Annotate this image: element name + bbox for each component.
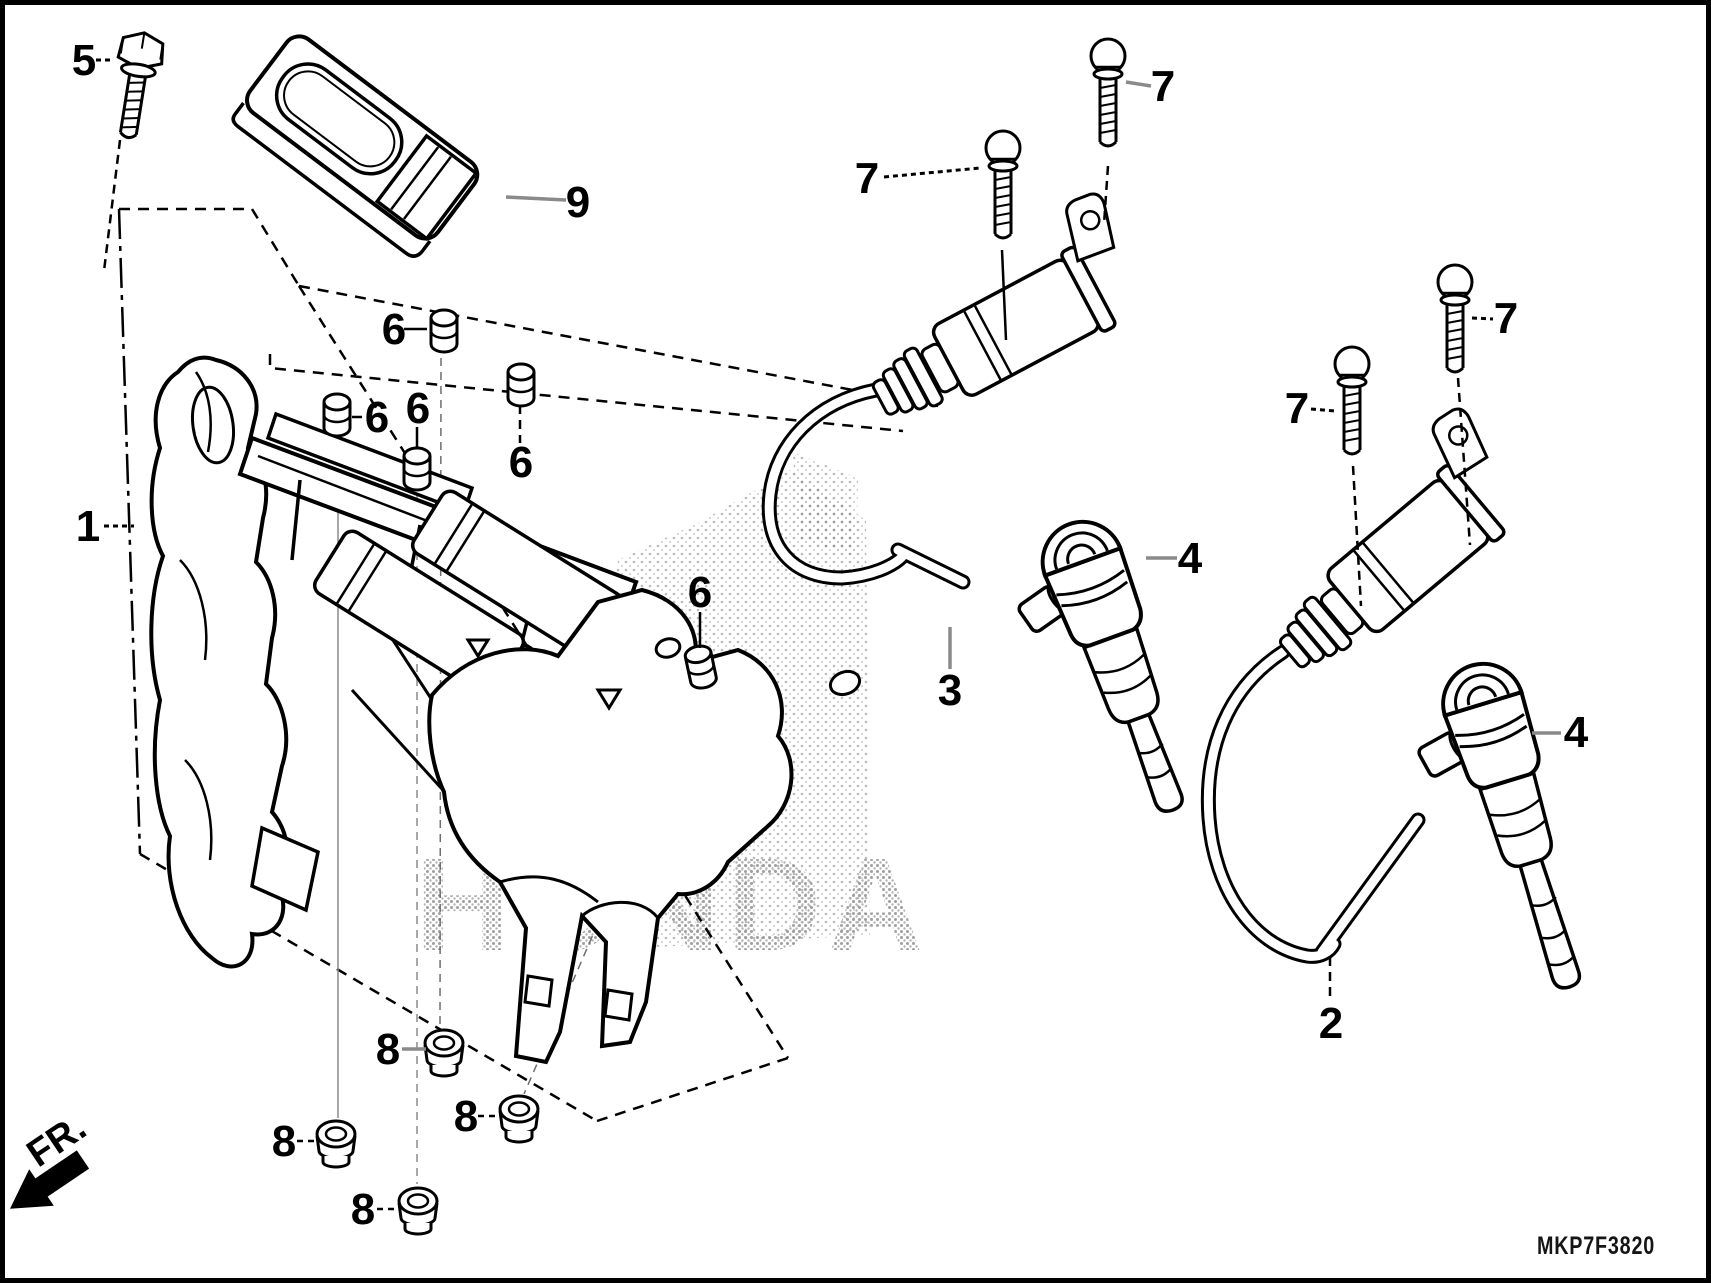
- part-callout-7b: 7: [1151, 62, 1175, 111]
- stipple-shading-small: [793, 452, 858, 556]
- part-ignition-coil-right: [1233, 401, 1544, 692]
- part-bolt-7c: [1333, 345, 1371, 456]
- part-nut-8a: [423, 1028, 465, 1078]
- part-callout-6c: 6: [406, 384, 430, 433]
- part-callout-8b: 8: [272, 1117, 296, 1166]
- part-callout-7a: 7: [855, 154, 879, 203]
- part-callout-5: 5: [72, 36, 96, 85]
- part-callout-7d: 7: [1494, 294, 1518, 343]
- part-callout-2: 2: [1319, 999, 1343, 1048]
- front-direction-arrow: FR.: [10, 1106, 94, 1209]
- part-plug-cap-right: [1417, 661, 1582, 990]
- diagram-code: MKP7F3820: [1537, 1232, 1655, 1260]
- part-nut-8c: [498, 1094, 540, 1144]
- part-bracket-assembly: [149, 355, 862, 1065]
- part-plug-cap-upper: [1017, 519, 1184, 813]
- part-grommet-6c: [402, 446, 432, 492]
- part-bolt-5: [104, 27, 168, 143]
- leader-lines: [96, 58, 1561, 1211]
- part-nut-8b: [315, 1119, 357, 1169]
- part-bolt-7b: [1089, 37, 1127, 148]
- part-callout-9: 9: [566, 178, 590, 227]
- part-nut-8d: [397, 1186, 439, 1236]
- part-wire-2: [1200, 644, 1426, 964]
- part-callout-8d: 8: [351, 1185, 375, 1234]
- part-callout-8c: 8: [454, 1092, 478, 1141]
- part-grommet-6a: [429, 308, 459, 354]
- part-grommet-6d: [506, 362, 536, 408]
- part-callout-8a: 8: [376, 1025, 400, 1074]
- part-wire-3: [761, 382, 971, 590]
- part-grommet-6b: [322, 392, 352, 438]
- part-callout-4a: 4: [1178, 534, 1203, 583]
- part-bolt-7a: [984, 129, 1022, 240]
- part-bolt-7d: [1436, 263, 1474, 374]
- part-callout-4b: 4: [1564, 708, 1589, 757]
- part-callout-1: 1: [76, 502, 100, 551]
- part-callout-6a: 6: [382, 305, 406, 354]
- part-callout-6e: 6: [688, 568, 712, 617]
- part-callout-7c: 7: [1285, 384, 1309, 433]
- front-arrow-icon: [10, 1150, 90, 1209]
- part-callout-6d: 6: [509, 438, 533, 487]
- part-callout-6b: 6: [365, 393, 389, 442]
- part-ecu-unit: [231, 34, 480, 258]
- part-ignition-coil-upper: [838, 186, 1160, 442]
- part-callout-3: 3: [938, 666, 962, 715]
